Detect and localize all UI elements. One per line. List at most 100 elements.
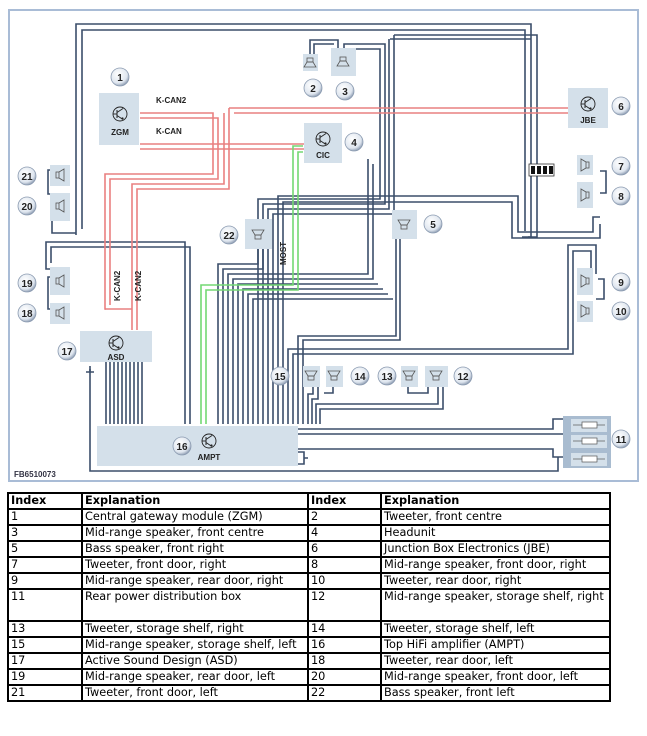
speaker-10[interactable]: 10 <box>577 301 631 322</box>
speaker-8[interactable]: 8 <box>577 182 631 208</box>
speaker-3[interactable]: 3 <box>331 48 356 101</box>
svg-text:6: 6 <box>618 102 624 113</box>
svg-text:19: 19 <box>21 279 33 290</box>
svg-text:9: 9 <box>618 278 624 289</box>
legend-explanation: Active Sound Design (ASD) <box>81 652 309 670</box>
speaker-2[interactable]: 2 <box>303 54 323 98</box>
svg-text:ASD: ASD <box>108 353 125 362</box>
speaker-18[interactable]: 18 <box>17 303 70 324</box>
speaker-5[interactable]: 5 <box>392 210 443 239</box>
svg-text:7: 7 <box>618 162 624 173</box>
legend-explanation: Junction Box Electronics (JBE) <box>380 540 611 558</box>
legend-explanation: Tweeter, rear door, left <box>380 652 611 670</box>
svg-text:22: 22 <box>223 231 235 242</box>
svg-text:17: 17 <box>61 347 73 358</box>
svg-text:8: 8 <box>618 192 624 203</box>
legend-index: 7 <box>7 556 83 574</box>
svg-text:16: 16 <box>176 442 188 453</box>
header-index: Index <box>7 492 83 510</box>
legend-index: 8 <box>307 556 382 574</box>
legend-index: 21 <box>7 684 83 702</box>
most-bus <box>200 145 303 424</box>
speaker-13[interactable]: 13 <box>377 366 418 387</box>
svg-text:AMPT: AMPT <box>198 453 221 462</box>
module-jbe[interactable]: JBE 6 <box>568 88 631 128</box>
legend-explanation: Tweeter, storage shelf, right <box>81 620 309 638</box>
svg-text:1: 1 <box>117 73 123 84</box>
speaker-20[interactable]: 20 <box>17 193 70 221</box>
kcan-bus <box>104 107 570 330</box>
module-ampt[interactable]: AMPT 16 <box>97 426 298 466</box>
legend-index: 1 <box>7 508 83 526</box>
legend-explanation: Mid-range speaker, rear door, left <box>81 668 309 686</box>
speaker-19[interactable]: 19 <box>17 267 70 295</box>
legend-index: 3 <box>7 524 83 542</box>
svg-text:JBE: JBE <box>580 116 596 125</box>
fuse-box-11[interactable]: 11 <box>563 416 631 468</box>
svg-text:CIC: CIC <box>316 151 330 160</box>
kcan2-label-left-a: K-CAN2 <box>113 270 122 301</box>
legend-index: 18 <box>307 652 382 670</box>
module-asd[interactable]: ASD 17 <box>57 331 152 362</box>
legend-explanation: Top HiFi amplifier (AMPT) <box>380 636 611 654</box>
legend-explanation: Mid-range speaker, front door, left <box>380 668 611 686</box>
kcan2-label-left-b: K-CAN2 <box>134 270 143 301</box>
svg-text:4: 4 <box>351 138 357 149</box>
legend-index: 20 <box>307 668 382 686</box>
module-cic[interactable]: CIC 4 <box>304 123 364 163</box>
svg-text:ZGM: ZGM <box>111 128 129 137</box>
legend-explanation: Mid-range speaker, rear door, right <box>81 572 309 590</box>
legend-index: 12 <box>307 588 382 622</box>
kcan2-label-top: K-CAN2 <box>156 96 187 105</box>
svg-text:5: 5 <box>430 220 436 231</box>
legend-explanation: Rear power distribution box <box>81 588 309 622</box>
most-label: MOST <box>279 242 288 265</box>
legend-explanation: Tweeter, front door, left <box>81 684 309 702</box>
jbe-connector <box>528 163 555 177</box>
legend-explanation: Bass speaker, front right <box>81 540 309 558</box>
speaker-22[interactable]: 22 <box>219 219 272 249</box>
speaker-14[interactable]: 14 <box>326 366 370 387</box>
legend-explanation: Bass speaker, front left <box>380 684 611 702</box>
svg-text:3: 3 <box>342 87 348 98</box>
legend-explanation: Mid-range speaker, front centre <box>81 524 309 542</box>
legend-index: 14 <box>307 620 382 638</box>
diagram-code: FB6510073 <box>14 470 56 479</box>
header-explanation: Explanation <box>380 492 611 510</box>
module-zgm[interactable]: ZGM 1 <box>99 67 139 145</box>
svg-text:21: 21 <box>21 172 33 183</box>
diagram-frame <box>8 9 639 482</box>
speaker-12[interactable]: 12 <box>425 366 473 387</box>
legend-index: 22 <box>307 684 382 702</box>
header-explanation: Explanation <box>81 492 309 510</box>
legend-explanation: Tweeter, storage shelf, left <box>380 620 611 638</box>
legend-index: 9 <box>7 572 83 590</box>
legend-index: 4 <box>307 524 382 542</box>
legend-index: 15 <box>7 636 83 654</box>
speaker-9[interactable]: 9 <box>577 268 631 295</box>
svg-text:12: 12 <box>457 372 469 383</box>
svg-text:13: 13 <box>381 372 393 383</box>
legend-header-row: Index Explanation Index Explanation <box>7 492 611 510</box>
svg-text:18: 18 <box>21 309 33 320</box>
speaker-7[interactable]: 7 <box>577 155 631 176</box>
svg-text:10: 10 <box>615 307 627 318</box>
header-index: Index <box>307 492 382 510</box>
svg-text:2: 2 <box>310 84 316 95</box>
speaker-21[interactable]: 21 <box>17 165 70 186</box>
legend-explanation: Central gateway module (ZGM) <box>81 508 309 526</box>
legend-index: 17 <box>7 652 83 670</box>
svg-text:15: 15 <box>274 372 286 383</box>
speaker-15[interactable]: 15 <box>270 366 320 387</box>
legend-explanation: Tweeter, front centre <box>380 508 611 526</box>
legend-index: 2 <box>307 508 382 526</box>
legend-explanation: Mid-range speaker, storage shelf, left <box>81 636 309 654</box>
legend-index: 11 <box>7 588 83 622</box>
